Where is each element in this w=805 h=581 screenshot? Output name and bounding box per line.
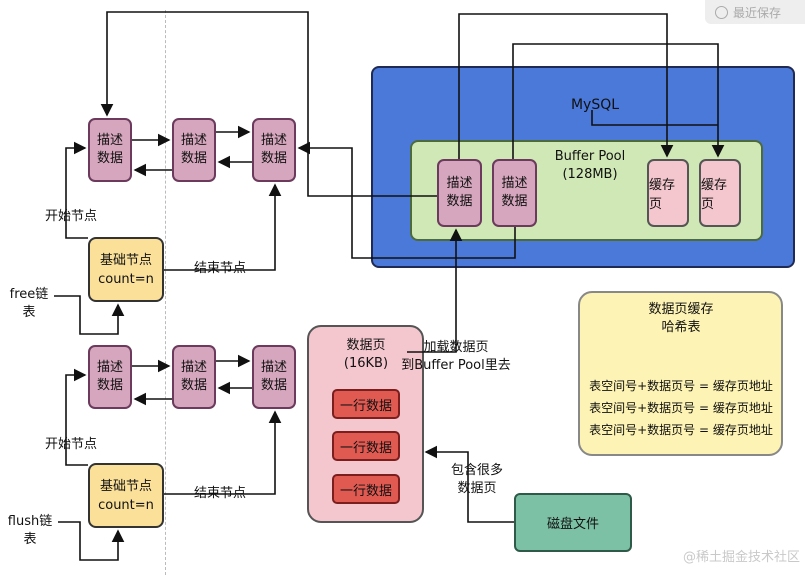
- data-row: 一行数据: [332, 431, 400, 461]
- flush-list-desc-block: 描述 数据: [88, 345, 132, 409]
- free-list-label: free链表: [4, 286, 54, 322]
- recent-save-label: 最近保存: [733, 5, 782, 20]
- contains-pages-label: 包含很多 数据页: [446, 462, 508, 498]
- recent-save-button[interactable]: 最近保存: [705, 0, 805, 24]
- cache-page: 缓存页: [647, 159, 689, 227]
- load-page-label: 加载数据页 到Buffer Pool里去: [401, 340, 511, 373]
- buffer-pool-desc-block: 描述 数据: [492, 159, 537, 227]
- flush-list-base-node: 基础节点 count=n: [88, 463, 164, 528]
- flush-list-desc-block: 描述 数据: [252, 345, 296, 409]
- flush-list-start-label: 开始节点: [40, 436, 102, 454]
- flush-list-desc-block: 描述 数据: [172, 345, 216, 409]
- free-list-start-label: 开始节点: [40, 208, 102, 226]
- hash-table-entry: 表空间号+数据页号 = 缓存页地址: [589, 423, 773, 437]
- buffer-pool-desc-block: 描述 数据: [437, 159, 482, 227]
- disk-file: 磁盘文件: [514, 493, 632, 552]
- free-list-desc-block: 描述 数据: [172, 118, 216, 182]
- flush-list-end-label: 结束节点: [189, 485, 251, 503]
- data-row: 一行数据: [332, 389, 400, 419]
- free-list-desc-block: 描述 数据: [252, 118, 296, 182]
- hash-table: [578, 291, 783, 456]
- free-list-end-label: 结束节点: [189, 260, 251, 278]
- clock-icon: [715, 5, 728, 19]
- hash-table-entry: 表空间号+数据页号 = 缓存页地址: [589, 401, 773, 415]
- buffer-pool-title: Buffer Pool (128MB): [554, 149, 626, 182]
- data-page-container: [307, 325, 424, 523]
- hash-table-title: 数据页缓存 哈希表: [648, 302, 714, 335]
- disk-file-label: 磁盘文件: [546, 517, 599, 532]
- hash-table-entry: 表空间号+数据页号 = 缓存页地址: [589, 379, 773, 393]
- mysql-title: MySQL: [570, 97, 620, 113]
- free-list-base-node: 基础节点 count=n: [88, 237, 164, 302]
- data-row: 一行数据: [332, 474, 400, 504]
- watermark: @稀土掘金技术社区: [682, 550, 800, 565]
- cache-page: 缓存页: [699, 159, 741, 227]
- flush-list-label: flush链表: [2, 513, 58, 549]
- data-page-title: 数据页 (16KB): [343, 338, 389, 371]
- free-list-desc-block: 描述 数据: [88, 118, 132, 182]
- dashed-divider: [165, 10, 166, 575]
